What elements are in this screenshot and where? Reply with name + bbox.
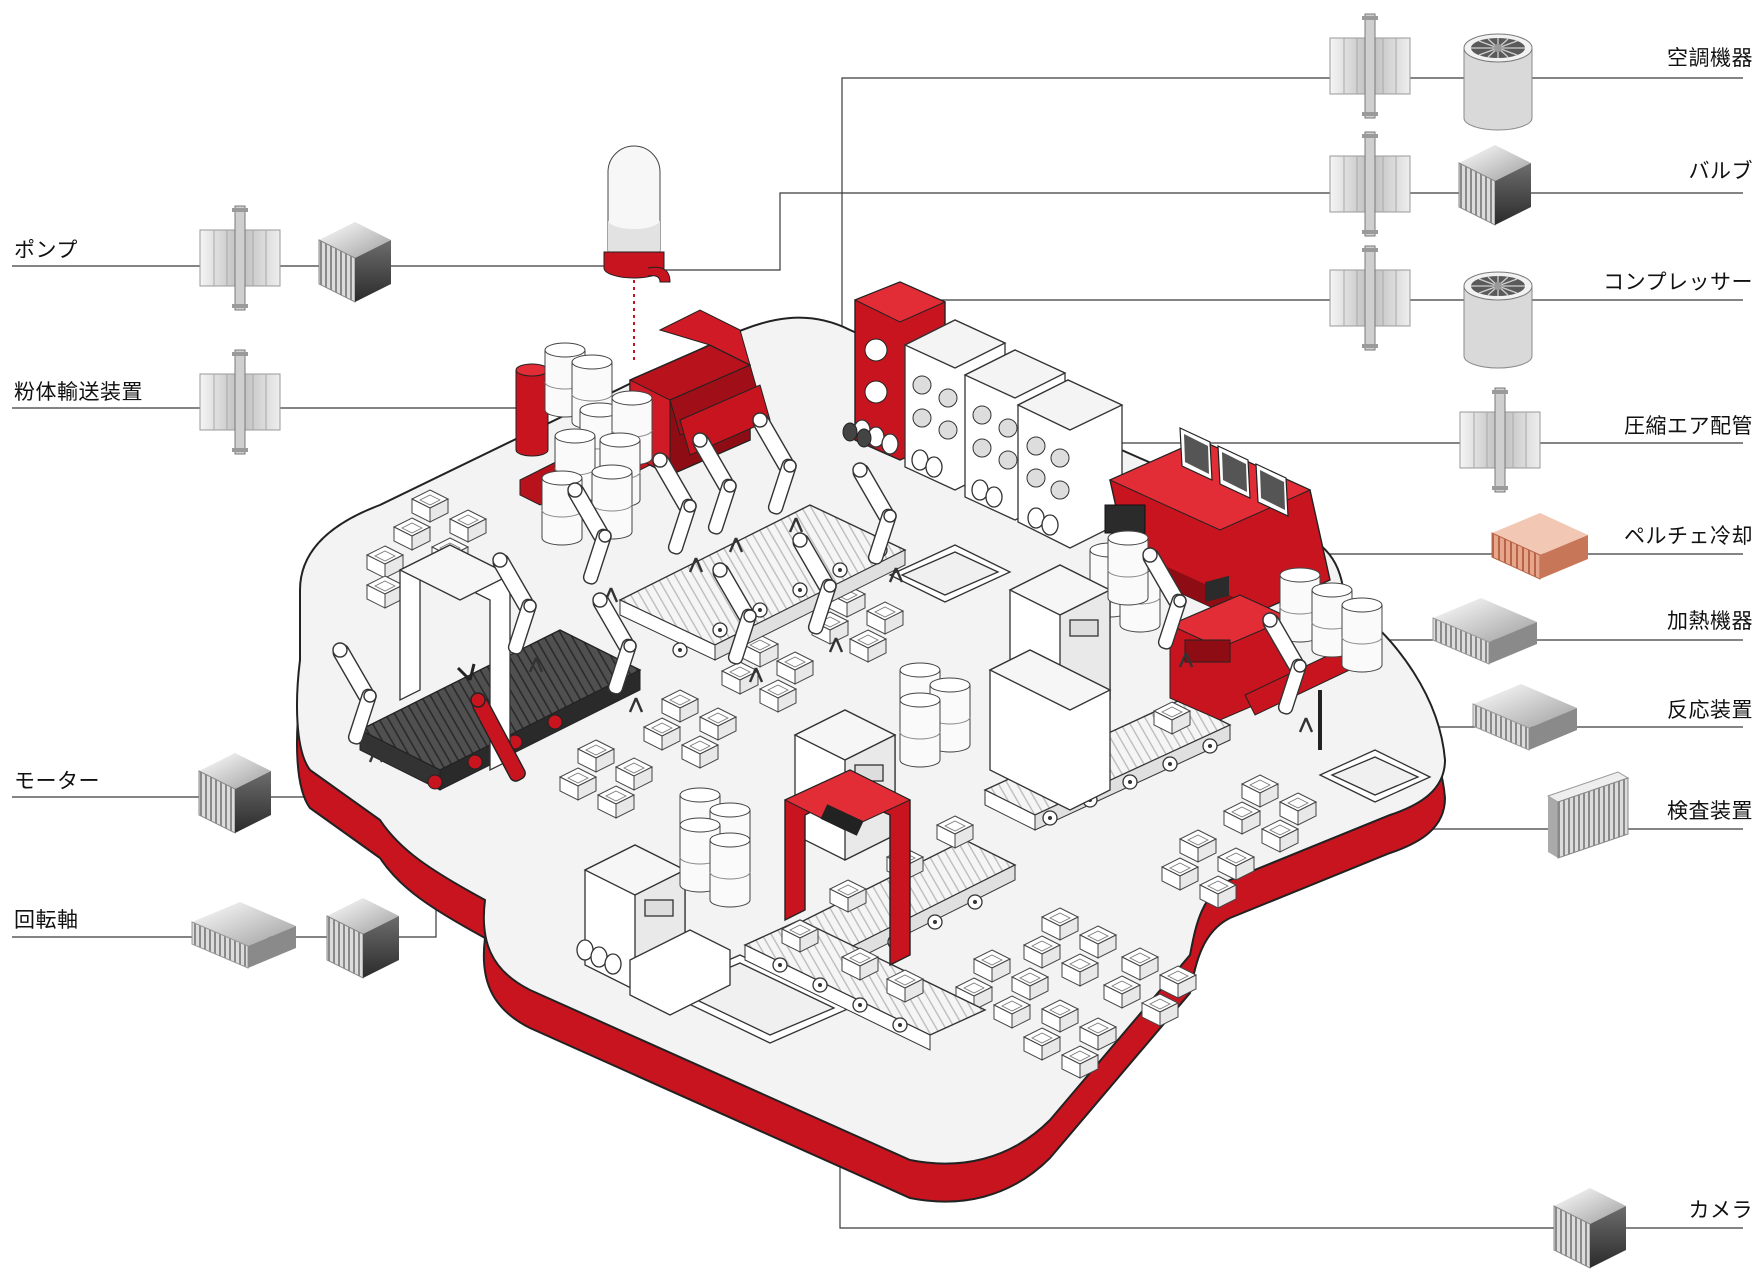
robot-arms — [329, 411, 1314, 782]
piping-valve-icon — [1459, 387, 1541, 493]
peltier-copper-icon — [1491, 513, 1588, 580]
shaft-slab-icon — [191, 901, 297, 969]
label-valve: バルブ — [1688, 159, 1753, 183]
aircon-valve-icon — [1329, 13, 1411, 119]
valve-line — [662, 192, 1743, 271]
pump-valve-icon — [199, 205, 281, 311]
motor-heatsink-icon — [198, 752, 272, 834]
right-icons — [1329, 13, 1630, 1269]
pump-heatsink-icon — [318, 221, 392, 303]
label-air-conditioner: 空調機器 — [1667, 46, 1753, 70]
label-reactor: 反応装置 — [1667, 698, 1753, 722]
label-compressor: コンプレッサー — [1603, 270, 1753, 294]
label-compressed-air-piping: 圧縮エア配管 — [1624, 414, 1753, 438]
compressor-valve-icon — [1329, 245, 1411, 351]
label-inspection-device: 検査装置 — [1667, 799, 1753, 823]
inspection-gate — [783, 769, 912, 967]
inspection-fin-icon — [1546, 771, 1630, 859]
compressor-fan-icon — [1463, 271, 1533, 369]
label-motor: モーター — [14, 769, 100, 793]
shaft-heatsink-icon — [326, 897, 400, 979]
label-camera: カメラ — [1688, 1198, 1753, 1222]
heating-slab-icon — [1432, 597, 1538, 665]
powder-valve-icon — [199, 349, 281, 455]
label-rotating-shaft: 回転軸 — [14, 908, 79, 932]
lower-coils — [576, 939, 622, 975]
cooling-units — [842, 281, 1124, 549]
white-machines — [398, 544, 1112, 1016]
label-powder-transport: 粉体輸送装置 — [14, 380, 143, 404]
label-heating-equipment: 加熱機器 — [1667, 609, 1753, 633]
camera-heatsink-icon — [1553, 1187, 1627, 1269]
label-pump: ポンプ — [14, 238, 78, 262]
reactor-slab-icon — [1472, 683, 1578, 751]
valve-heatsink-icon — [1458, 144, 1532, 226]
valve-valve-icon — [1329, 131, 1411, 237]
aircon-fan-icon — [1463, 33, 1533, 131]
label-peltier-cooling: ペルチェ冷却 — [1624, 524, 1753, 548]
